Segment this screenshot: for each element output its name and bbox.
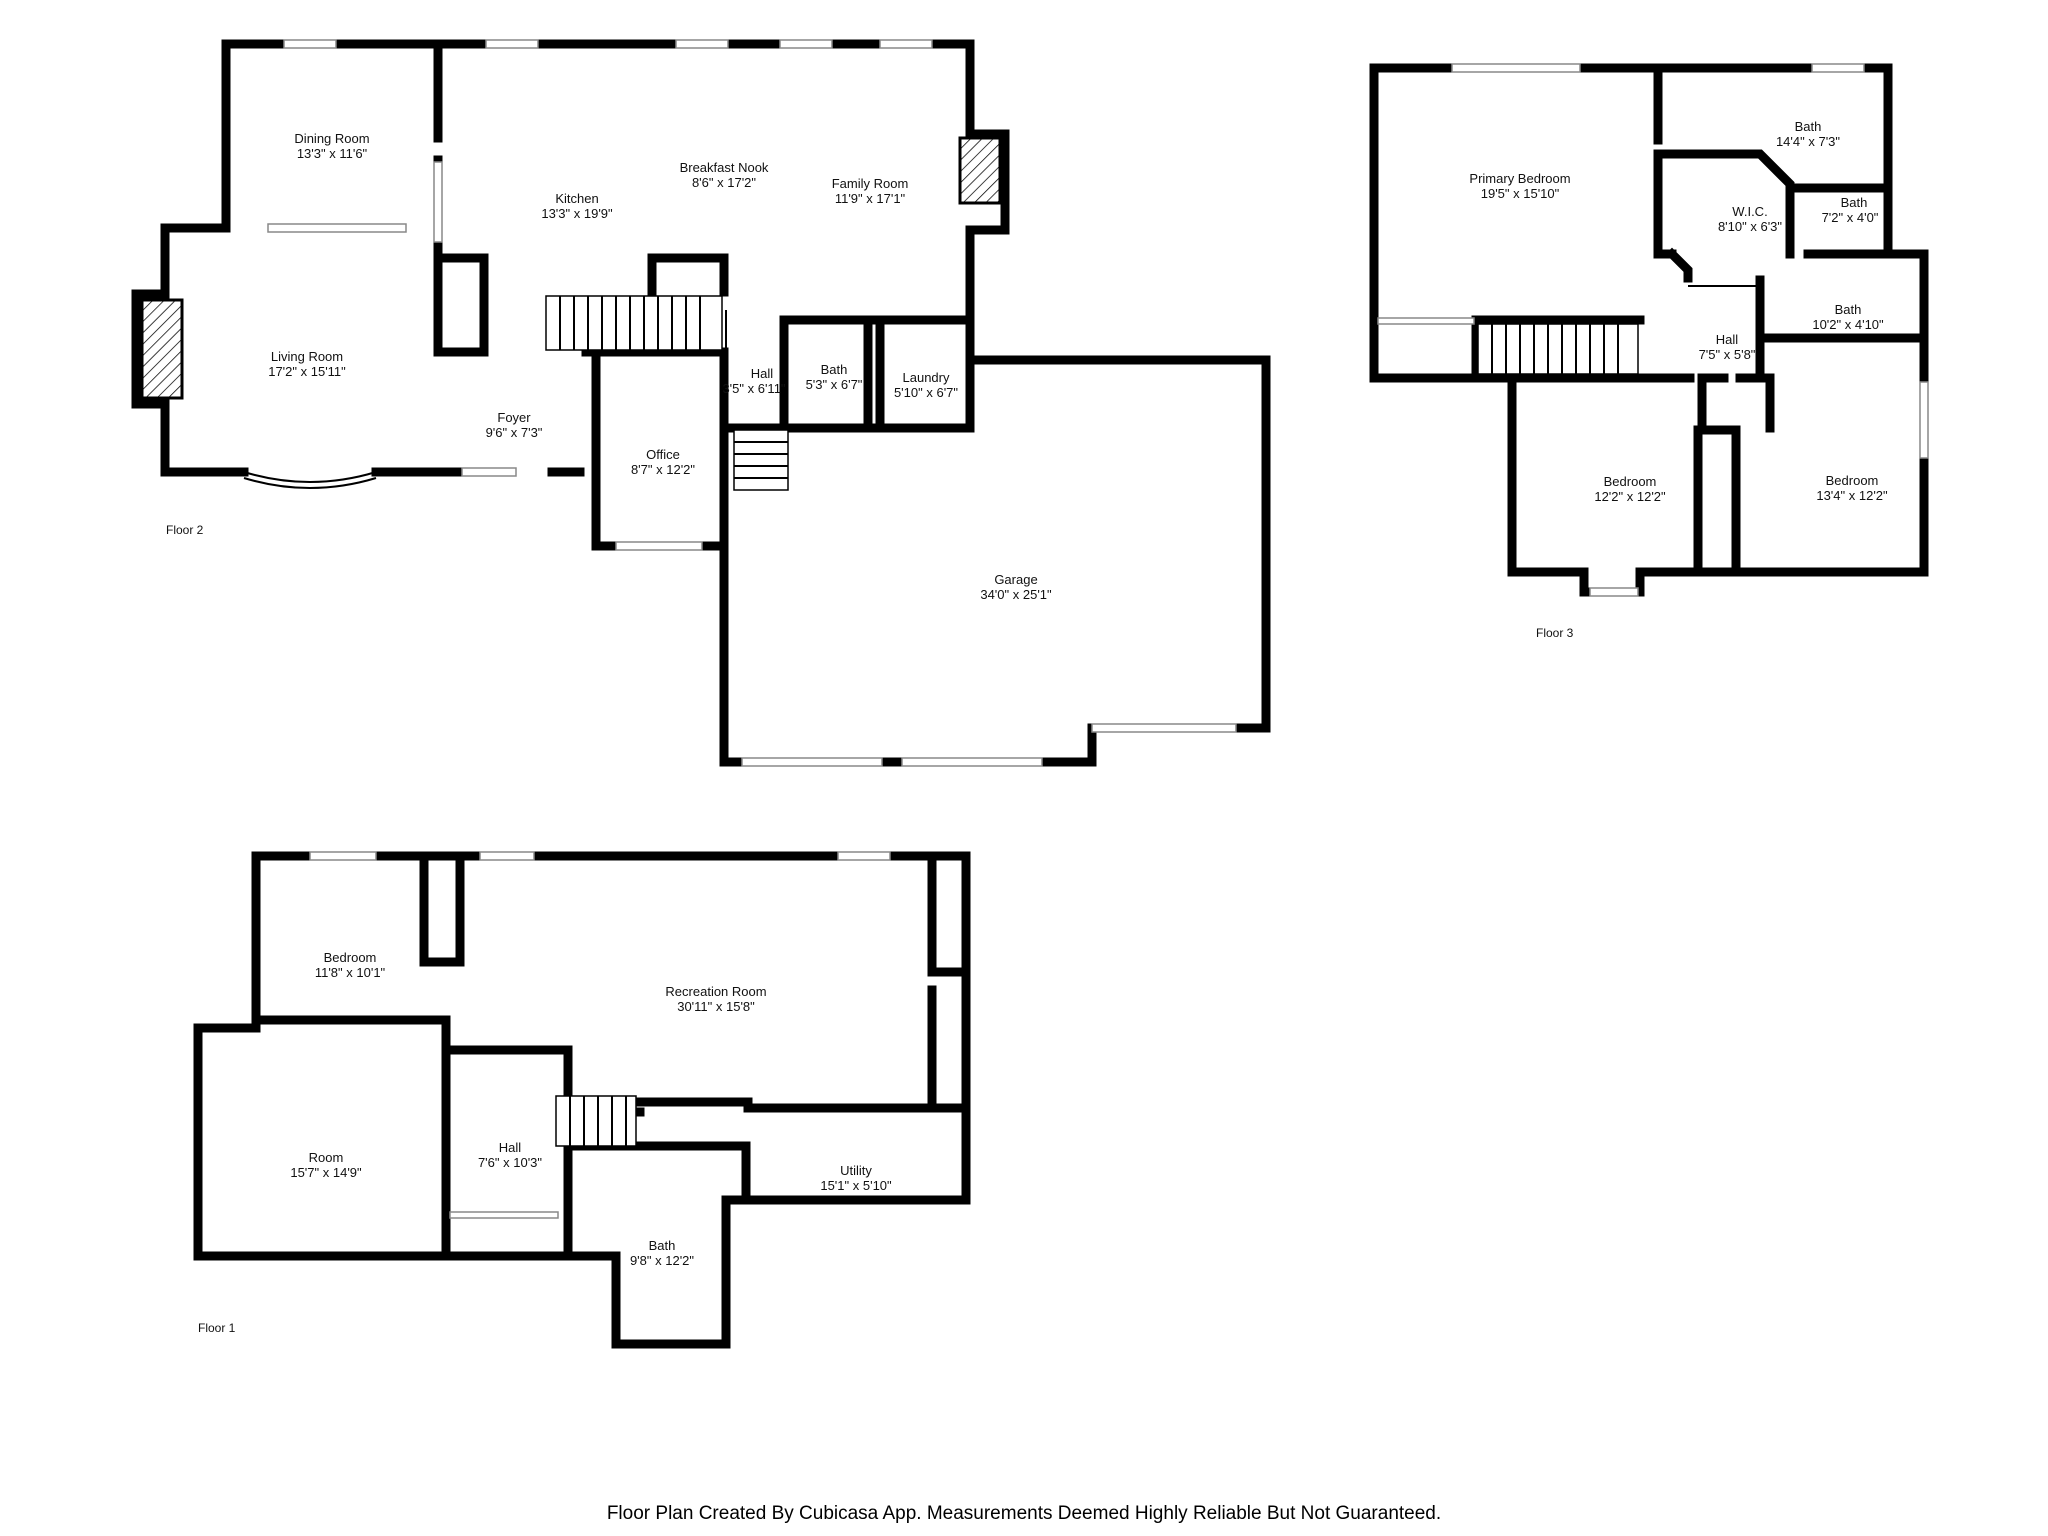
floor-label-2: Floor 2 [166,523,204,537]
room-dim-breakfast-nook: 8'6" x 17'2" [692,175,756,190]
room-dim-bath-floor-3-hall: 10'2" x 4'10" [1812,317,1884,332]
room-name-hall-floor-1: Hall [499,1140,522,1155]
stairs [1477,323,1639,375]
room-dim-bedroom-floor-3-right: 13'4" x 12'2" [1816,488,1888,503]
room-name-foyer: Foyer [497,410,531,425]
stairs [545,295,789,491]
room-dim-primary-bedroom: 19'5" x 15'10" [1481,186,1560,201]
room-labels: Dining Room 13'3" x 11'6" Kitchen 13'3" … [166,119,1888,1335]
room-name-bath-floor-3-hall: Bath [1835,302,1862,317]
room-dim-laundry: 5'10" x 6'7" [894,385,958,400]
room-name-living-room: Living Room [271,349,343,364]
room-dim-utility: 15'1" x 5'10" [820,1178,892,1193]
room-dim-bedroom-floor-3-left: 12'2" x 12'2" [1594,489,1666,504]
room-dim-foyer: 9'6" x 7'3" [486,425,543,440]
room-name-bedroom-floor-1: Bedroom [324,950,377,965]
room-dim-office: 8'7" x 12'2" [631,462,695,477]
fireplace-icon [958,136,1002,205]
room-name-bedroom-floor-3-left: Bedroom [1604,474,1657,489]
room-name-bath-floor-3-main: Bath [1795,119,1822,134]
fireplace-icon [140,298,184,400]
room-name-bath-floor-2: Bath [821,362,848,377]
room-dim-bedroom-floor-1: 11'8" x 10'1" [315,965,386,980]
room-name-bath-floor-3-small: Bath [1841,195,1868,210]
room-name-hall-floor-2: Hall [751,366,774,381]
room-name-bath-floor-1: Bath [649,1238,676,1253]
room-dim-hall-floor-3: 7'5" x 5'8" [1699,347,1756,362]
room-dim-bath-floor-2: 5'3" x 6'7" [806,377,863,392]
room-name-recreation-room: Recreation Room [665,984,766,999]
room-name-family-room: Family Room [832,176,909,191]
room-dim-bath-floor-3-small: 7'2" x 4'0" [1822,210,1879,225]
room-name-office: Office [646,447,680,462]
footer-disclaimer: Floor Plan Created By Cubicasa App. Meas… [607,1503,1441,1524]
room-dim-living-room: 17'2" x 15'11" [268,364,346,379]
floor-1-plan [193,851,971,1349]
room-dim-room: 15'7" x 14'9" [290,1165,362,1180]
room-name-breakfast-nook: Breakfast Nook [680,160,769,175]
room-name-hall-floor-3: Hall [1716,332,1739,347]
room-name-room: Room [309,1150,344,1165]
room-name-bedroom-floor-3-right: Bedroom [1826,473,1879,488]
room-dim-dining-room: 13'3" x 11'6" [297,146,368,161]
room-name-wic: W.I.C. [1732,204,1767,219]
floor-label-1: Floor 1 [198,1321,236,1335]
floor-2-plan [131,39,1271,767]
room-name-laundry: Laundry [903,370,950,385]
room-name-garage: Garage [994,572,1037,587]
room-dim-garage: 34'0" x 25'1" [980,587,1052,602]
room-dim-kitchen: 13'3" x 19'9" [541,206,613,221]
room-dim-wic: 8'10" x 6'3" [1718,219,1782,234]
floor-label-3: Floor 3 [1536,626,1574,640]
room-dim-hall-floor-1: 7'6" x 10'3" [478,1155,542,1170]
room-name-utility: Utility [840,1163,872,1178]
room-name-primary-bedroom: Primary Bedroom [1469,171,1570,186]
room-name-dining-room: Dining Room [294,131,369,146]
stairs [555,1095,637,1147]
room-dim-family-room: 11'9" x 17'1" [835,191,906,206]
room-dim-hall-floor-2: 3'5" x 6'11" [722,381,785,396]
room-dim-recreation-room: 30'11" x 15'8" [677,999,755,1014]
room-dim-bath-floor-3-main: 14'4" x 7'3" [1776,134,1840,149]
room-dim-bath-floor-1: 9'8" x 12'2" [630,1253,694,1268]
room-name-kitchen: Kitchen [555,191,598,206]
floor-3-plan [1369,63,1929,597]
